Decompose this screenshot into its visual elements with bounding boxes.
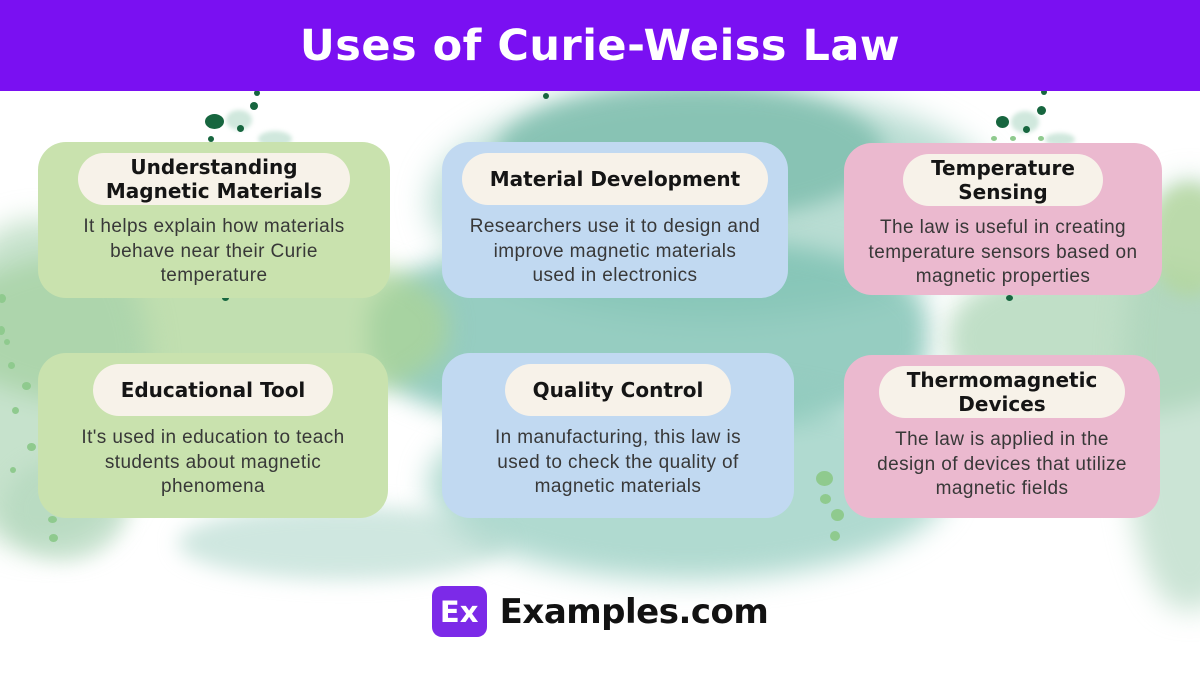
footer-brand: Ex Examples.com xyxy=(0,586,1200,637)
paint-speck xyxy=(543,93,549,99)
card-material-development: Material Development Researchers use it … xyxy=(442,142,788,298)
watercolor-blob xyxy=(1011,111,1039,133)
card-title-pill: Material Development xyxy=(461,153,769,205)
card-body: Researchers use it to design and improve… xyxy=(469,216,761,287)
card-title: Understanding Magnetic Materials xyxy=(105,155,323,203)
card-body: The law is useful in creating temperatur… xyxy=(868,217,1138,288)
paint-speck xyxy=(237,125,244,132)
paint-speck xyxy=(250,102,258,110)
paint-dot xyxy=(48,516,57,523)
paint-dot xyxy=(831,509,844,521)
logo-text: Ex xyxy=(439,594,479,629)
paint-speck xyxy=(1023,126,1030,133)
paint-dot xyxy=(22,382,31,390)
page-title: Uses of Curie-Weiss Law xyxy=(299,20,901,71)
paint-speck xyxy=(1006,295,1013,301)
paint-dot xyxy=(0,326,5,335)
card-title-pill: Quality Control xyxy=(504,364,732,416)
card-understanding-magnetic-materials: Understanding Magnetic Materials It help… xyxy=(38,142,390,298)
paint-dot xyxy=(4,339,10,345)
paint-speck xyxy=(1037,106,1046,115)
card-body: It's used in education to teach students… xyxy=(81,427,345,498)
card-title: Educational Tool xyxy=(120,378,306,402)
card-body: The law is applied in the design of devi… xyxy=(877,429,1127,500)
card-title: Quality Control xyxy=(532,378,704,402)
card-title: Temperature Sensing xyxy=(931,156,1075,204)
card-educational-tool: Educational Tool It's used in education … xyxy=(38,353,388,518)
card-title: Thermomagnetic Devices xyxy=(906,368,1098,416)
card-title-pill: Educational Tool xyxy=(92,364,334,416)
examples-logo-icon: Ex xyxy=(431,586,487,637)
card-title-pill: Thermomagnetic Devices xyxy=(878,366,1126,418)
title-banner: Uses of Curie-Weiss Law xyxy=(0,0,1200,91)
card-body: It helps explain how materials behave ne… xyxy=(83,216,345,287)
card-title: Material Development xyxy=(489,167,741,191)
paint-dot xyxy=(12,407,19,414)
paint-dot xyxy=(830,531,840,541)
paint-dot xyxy=(991,136,997,141)
paint-dot xyxy=(0,294,6,303)
paint-dot xyxy=(10,467,16,473)
paint-dot xyxy=(1038,136,1044,141)
paint-speck xyxy=(996,116,1009,128)
paint-dot xyxy=(8,362,15,369)
paint-dot xyxy=(27,443,36,451)
paint-dot xyxy=(820,494,831,504)
card-quality-control: Quality Control In manufacturing, this l… xyxy=(442,353,794,518)
card-title-pill: Temperature Sensing xyxy=(903,154,1103,206)
paint-dot xyxy=(816,471,833,486)
paint-speck xyxy=(205,114,224,129)
watercolor-blob xyxy=(226,110,252,130)
paint-dot xyxy=(1010,136,1016,141)
card-body: In manufacturing, this law is used to ch… xyxy=(494,427,742,498)
card-temperature-sensing: Temperature Sensing The law is useful in… xyxy=(844,143,1162,295)
card-title-pill: Understanding Magnetic Materials xyxy=(77,153,351,205)
card-thermomagnetic-devices: Thermomagnetic Devices The law is applie… xyxy=(844,355,1160,518)
brand-name: Examples.com xyxy=(499,591,769,632)
paint-dot xyxy=(49,534,58,542)
